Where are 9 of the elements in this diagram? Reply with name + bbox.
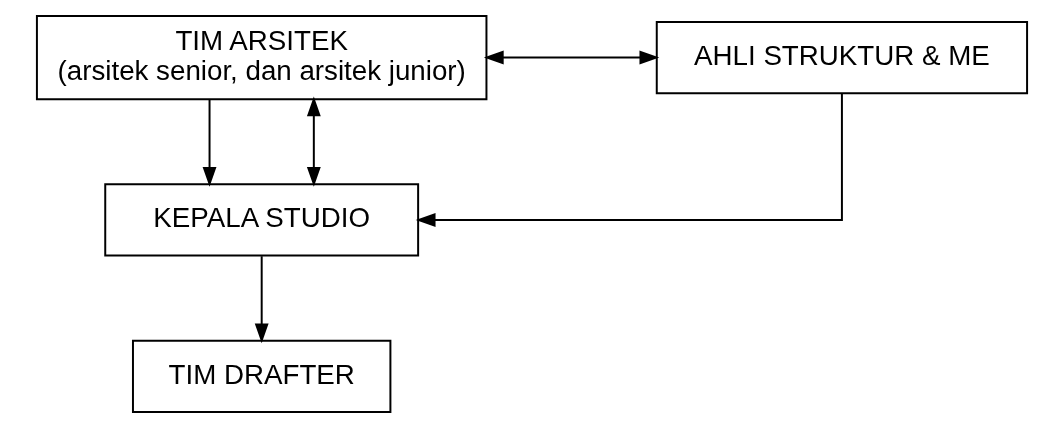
arrow — [202, 98, 217, 187]
node-box: AHLI STRUKTUR & ME — [655, 20, 1029, 95]
arrow — [254, 255, 269, 344]
arrow — [483, 50, 660, 65]
node-box: KEPALA STUDIO — [104, 183, 420, 257]
arrow — [306, 96, 321, 187]
node-box: TIM ARSITEK (arsitek senior, dan arsitek junior) — [35, 15, 488, 101]
node-box: TIM DRAFTER — [132, 339, 392, 413]
arrow — [415, 92, 843, 227]
